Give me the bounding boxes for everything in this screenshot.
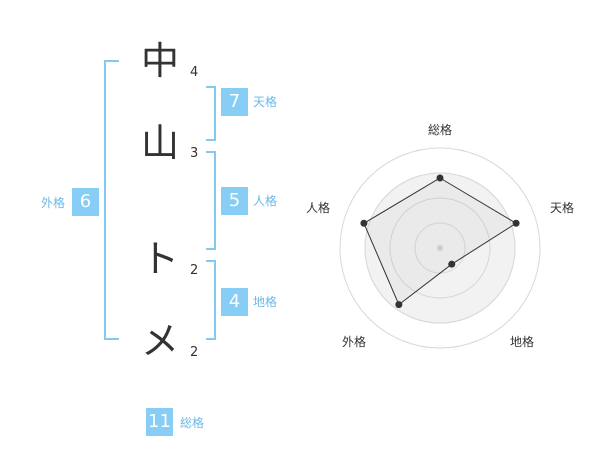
name-character-4: メ	[140, 319, 179, 363]
jinkaku-badge: 5	[221, 187, 248, 215]
jinkaku-bracket	[206, 151, 216, 250]
stroke-count-4: 2	[190, 345, 199, 360]
chikaku-label: 地格	[253, 295, 278, 309]
stroke-count-3: 2	[190, 263, 199, 278]
tenkaku-bracket	[206, 86, 216, 141]
radar-point-1	[436, 174, 444, 182]
radar-axis-label-3: 地格	[510, 335, 535, 349]
radar-series-polygon	[363, 177, 518, 306]
tenkaku-label: 天格	[253, 95, 278, 109]
radar-axis-label-2: 天格	[550, 201, 575, 215]
stroke-count-2: 3	[190, 146, 199, 161]
radar-point-4	[395, 301, 403, 309]
soukaku-label: 総格	[180, 416, 205, 430]
radar-axis-label-1: 総格	[428, 123, 453, 137]
stroke-count-1: 4	[190, 65, 199, 80]
radar-axis-label-5: 人格	[306, 201, 331, 215]
jinkaku-label: 人格	[253, 194, 278, 208]
chikaku-bracket	[206, 260, 216, 340]
name-character-1: 中	[140, 39, 179, 83]
gaikaku-bracket	[104, 60, 119, 340]
radar-point-3	[448, 260, 456, 268]
radar-axis-label-4: 外格	[342, 335, 367, 349]
soukaku-badge: 11	[146, 408, 173, 436]
radar-point-2	[512, 219, 520, 227]
chikaku-badge: 4	[221, 288, 248, 316]
name-character-2: 山	[140, 121, 179, 165]
gaikaku-badge: 6	[72, 188, 99, 216]
tenkaku-badge: 7	[221, 88, 248, 116]
name-character-3: ト	[140, 237, 179, 281]
gaikaku-label: 外格	[41, 196, 66, 210]
radar-center-dot	[437, 245, 443, 251]
radar-point-5	[360, 219, 368, 227]
radar-inner-ring-2	[389, 197, 491, 299]
